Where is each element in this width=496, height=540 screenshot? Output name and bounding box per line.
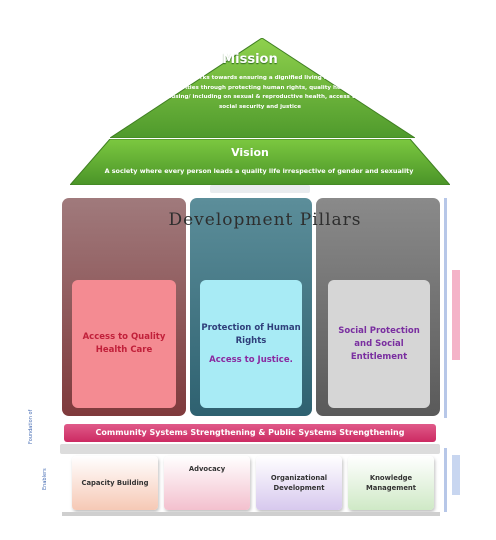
floor-line (62, 512, 440, 516)
platform-slab (60, 444, 440, 454)
pillar-box-sublabel: Access to Justice. (209, 354, 293, 365)
mission-roof (110, 38, 415, 138)
right-tab-pillars (452, 270, 460, 360)
roof-beam (210, 185, 310, 193)
pillar-box-social: Social Protection and Social Entitlement (328, 280, 430, 408)
pillar-box-label: Social Protection and Social Entitlement (338, 325, 420, 362)
foundation-label: Capacity Building (81, 479, 149, 487)
pillar-box-label: Access to Quality Health Care (82, 332, 166, 355)
development-pillars-title: Development Pillars (168, 210, 362, 230)
foundation-label: Knowledge Management (365, 474, 417, 492)
foundation-label: Advocacy (188, 465, 226, 473)
pillar-box-label: Protection of Human Rights (201, 322, 301, 346)
right-bracket-foundation (444, 448, 447, 512)
systems-strengthening-band: Community Systems Strengthening & Public… (64, 424, 436, 442)
foundation-knowledge-management: Knowledge Management (348, 456, 434, 510)
foundation-advocacy: Advocacy (164, 456, 250, 510)
side-label-foundation: Foundation of (28, 409, 34, 444)
foundation-capacity-building: Capacity Building (72, 456, 158, 510)
side-label-enablers: Enablers (42, 468, 48, 490)
pillar-box-rights: Protection of Human Rights Access to Jus… (200, 280, 302, 408)
vision-statement: A society where every person leads a qua… (104, 167, 414, 175)
vision-band (70, 139, 450, 185)
vision-title: Vision (231, 146, 269, 159)
right-bracket-pillars (444, 198, 447, 418)
pillar-box-health: Access to Quality Health Care (72, 280, 176, 408)
mission-title: Mission (222, 52, 278, 67)
foundation-organizational-development: Organizational Development (256, 456, 342, 510)
right-tab-foundation (452, 455, 460, 495)
mission-statement: Bandhu works towards ensuring a dignifie… (161, 75, 359, 110)
foundation-label: Organizational Development (270, 474, 328, 492)
